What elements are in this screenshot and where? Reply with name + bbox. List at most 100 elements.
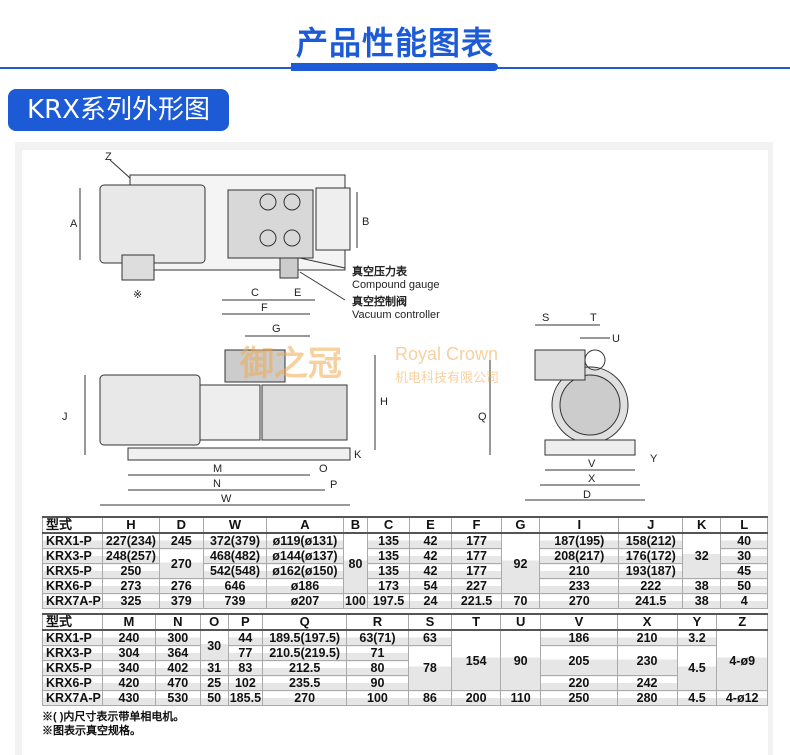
value-cell: 542(548): [202, 563, 268, 579]
model-cell: KRX5-P: [42, 563, 103, 579]
value-cell: 63(71): [346, 629, 409, 646]
value-cell: 83: [227, 660, 264, 676]
model-cell: KRX1-P: [42, 532, 103, 549]
column-header: T: [451, 613, 502, 631]
value-cell: 3.2: [676, 629, 718, 646]
value-cell: 4.5: [676, 690, 718, 706]
value-cell: 24: [408, 593, 453, 609]
column-header: 型式: [42, 613, 103, 631]
value-cell: 372(379): [202, 532, 268, 549]
value-cell: 30: [720, 548, 768, 564]
dim-label-g: G: [272, 323, 281, 335]
dim-label-b: B: [362, 216, 369, 228]
value-cell: 200: [451, 690, 502, 706]
side-view: [84, 349, 376, 506]
value-cell: 100: [342, 593, 369, 609]
column-header: L: [720, 516, 768, 534]
column-header: Z: [716, 613, 768, 631]
dim-label-f: F: [261, 302, 268, 314]
value-cell: 77: [227, 645, 264, 661]
value-cell: 90: [346, 675, 409, 691]
value-cell: 187(195): [539, 532, 620, 549]
note-mark: ※: [133, 289, 142, 301]
value-cell: 177: [451, 548, 502, 564]
value-cell: 189.5(197.5): [262, 629, 348, 646]
value-cell: 25: [199, 675, 229, 691]
value-cell: ø207: [266, 593, 344, 609]
value-cell: 250: [101, 563, 160, 579]
dim-label-k: K: [354, 449, 362, 461]
value-cell: 40: [720, 532, 768, 549]
value-cell: 222: [618, 578, 684, 594]
model-cell: KRX7A-P: [42, 690, 103, 706]
value-cell: 220: [540, 675, 618, 691]
column-header: K: [682, 516, 722, 534]
column-header: W: [202, 516, 268, 534]
value-cell: 208(217): [539, 548, 620, 564]
model-cell: KRX1-P: [42, 629, 103, 646]
value-cell: 210.5(219.5): [262, 645, 348, 661]
model-cell: KRX6-P: [42, 578, 103, 594]
dim-label-t: T: [590, 312, 597, 324]
value-cell: 30: [199, 629, 229, 661]
value-cell: 32: [682, 532, 722, 579]
value-cell: 270: [158, 548, 204, 579]
value-cell: 273: [101, 578, 160, 594]
column-header: S: [407, 613, 453, 631]
dim-label-u: U: [612, 333, 620, 345]
column-header: V: [540, 613, 618, 631]
dim-label-y: Y: [650, 453, 658, 465]
model-cell: KRX7A-P: [42, 593, 103, 609]
value-cell: 245: [158, 532, 204, 549]
value-cell: 530: [155, 690, 201, 706]
watermark-brand-cn: 御之冠: [240, 345, 342, 383]
value-cell: 205: [540, 645, 618, 676]
column-header: Y: [676, 613, 718, 631]
dim-label-s: S: [542, 312, 549, 324]
value-cell: 250: [540, 690, 618, 706]
value-cell: 177: [451, 563, 502, 579]
value-cell: 210: [616, 629, 678, 646]
value-cell: 340: [101, 660, 157, 676]
note-2: ※图表示真空规格。: [42, 725, 141, 737]
column-header: R: [346, 613, 409, 631]
value-cell: 233: [539, 578, 620, 594]
value-cell: 158(212): [618, 532, 684, 549]
watermark-company: 机电科技有限公司: [395, 370, 500, 385]
value-cell: 135: [367, 563, 410, 579]
value-cell: 71: [346, 645, 409, 661]
value-cell: 63: [407, 629, 453, 646]
value-cell: 300: [155, 629, 201, 646]
value-cell: 186: [540, 629, 618, 646]
column-header: A: [266, 516, 344, 534]
value-cell: 739: [202, 593, 268, 609]
column-header: E: [408, 516, 453, 534]
dim-label-m: M: [213, 463, 222, 475]
value-cell: 470: [155, 675, 201, 691]
value-cell: 221.5: [451, 593, 502, 609]
value-cell: 54: [408, 578, 453, 594]
column-header: B: [342, 516, 369, 534]
top-view: [79, 159, 358, 337]
value-cell: 227(234): [101, 532, 160, 549]
column-header: I: [539, 516, 620, 534]
value-cell: 4.5: [676, 645, 718, 691]
value-cell: 4: [720, 593, 768, 609]
gauge-label-cn: 真空压力表: [352, 264, 408, 278]
value-cell: 240: [101, 629, 157, 646]
model-cell: KRX3-P: [42, 645, 103, 661]
value-cell: 185.5: [227, 690, 264, 706]
value-cell: 304: [101, 645, 157, 661]
value-cell: 379: [158, 593, 204, 609]
column-header: G: [500, 516, 541, 534]
value-cell: ø119(ø131): [266, 532, 344, 549]
dim-label-e: E: [294, 287, 301, 299]
column-header: U: [500, 613, 542, 631]
controller-label-cn: 真空控制阀: [352, 294, 407, 308]
note-1: ※( )内尺寸表示带单相电机。: [42, 711, 185, 723]
